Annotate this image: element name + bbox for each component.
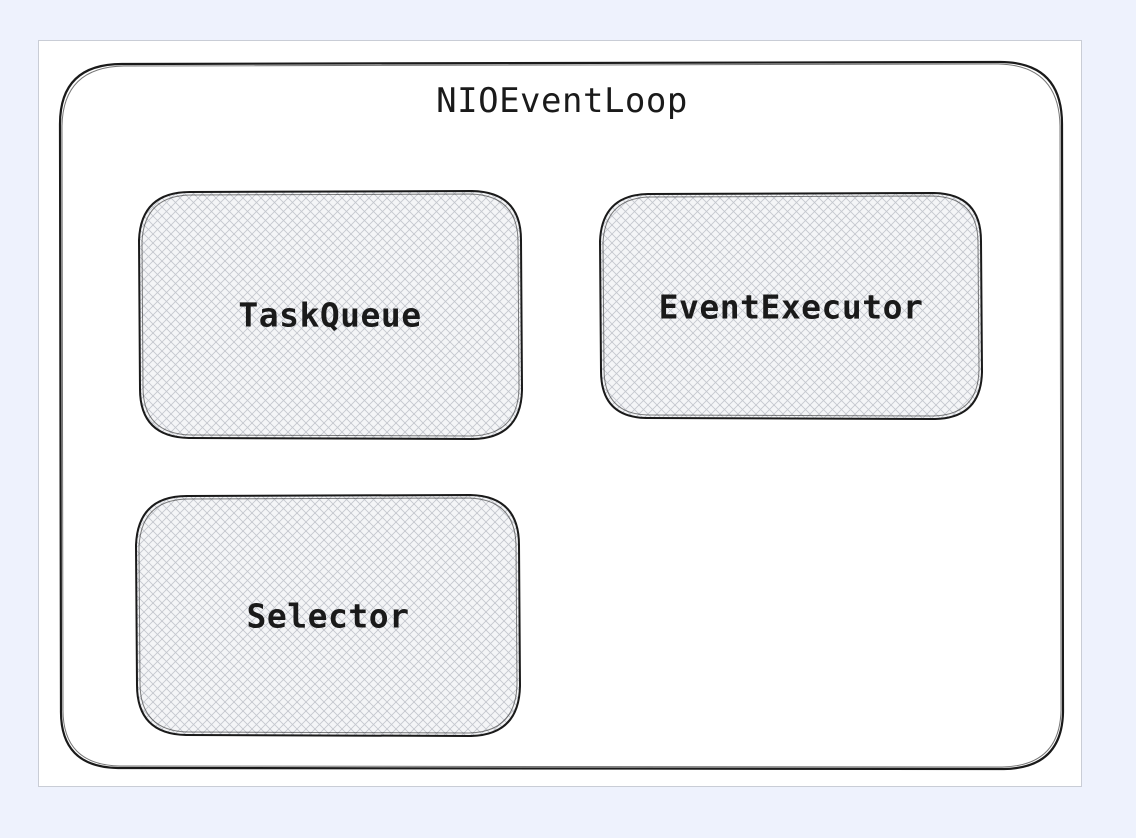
eventexecutor-label: EventExecutor [658, 287, 924, 327]
selector-box [134, 493, 522, 738]
taskqueue-box [137, 189, 524, 441]
taskqueue-label: TaskQueue [238, 295, 422, 335]
nioeventloop-container [58, 60, 1065, 771]
eventexecutor-box [598, 191, 984, 421]
selector-label: Selector [246, 596, 410, 636]
nioeventloop-title: NIOEventLoop [436, 81, 688, 121]
